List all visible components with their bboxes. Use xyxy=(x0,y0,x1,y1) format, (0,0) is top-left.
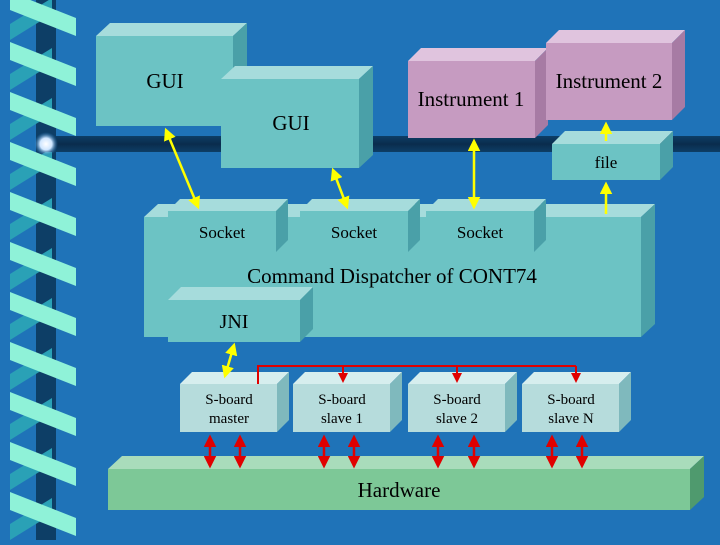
sboard-master-box: S-board master xyxy=(180,372,289,432)
sboard-master-line-1: S-board xyxy=(205,392,253,408)
red-bus xyxy=(257,365,581,384)
sboard-slave-n-line-1: S-board xyxy=(547,392,595,408)
gui-box-2: GUI xyxy=(221,66,373,168)
decorative-ribbon xyxy=(10,0,76,540)
link-jni-sboard-master xyxy=(221,342,238,379)
ribbon-segment xyxy=(10,0,76,36)
ribbon-segment xyxy=(10,342,76,386)
command-dispatcher-label: Command Dispatcher of CONT74 xyxy=(247,264,537,288)
sboard-slave-n-line-2: slave N xyxy=(548,411,594,427)
ribbon-segment xyxy=(10,292,76,336)
yellow-connectors xyxy=(164,121,613,379)
jni-label: JNI xyxy=(220,311,249,333)
socket-1-label: Socket xyxy=(199,223,246,242)
socket-box-1: Socket xyxy=(168,199,288,252)
ribbon-segment xyxy=(10,242,76,286)
instrument-2-box: Instrument 2 xyxy=(546,30,685,120)
ribbon-segment xyxy=(10,92,76,136)
socket-box-2: Socket xyxy=(300,199,420,252)
sboard-slave-2-line-1: S-board xyxy=(433,392,481,408)
ribbon-segment xyxy=(10,442,76,486)
ribbon-segment xyxy=(10,392,76,436)
ribbon-segment xyxy=(10,42,76,86)
hardware-label: Hardware xyxy=(358,478,441,502)
sboard-slave-1-line-1: S-board xyxy=(318,392,366,408)
ribbon-segment xyxy=(10,192,76,236)
sboard-master-line-2: master xyxy=(209,411,249,427)
link-gui2-socket2 xyxy=(330,167,350,210)
instrument-1-box: Instrument 1 xyxy=(408,48,548,138)
bus-line xyxy=(257,365,576,384)
hardware-box: Hardware xyxy=(108,456,704,510)
socket-2-label: Socket xyxy=(331,223,378,242)
socket-3-label: Socket xyxy=(457,223,504,242)
instrument-1-label: Instrument 1 xyxy=(418,87,525,111)
sboard-slave-1-box: S-board slave 1 xyxy=(293,372,402,432)
gui-2-label: GUI xyxy=(272,111,309,135)
bar-glow-bead xyxy=(34,132,58,156)
gui-1-label: GUI xyxy=(146,69,183,93)
ribbon-segment xyxy=(10,492,76,536)
link-gui1-socket1 xyxy=(164,127,200,210)
horizontal-bar xyxy=(40,136,720,152)
file-box: file xyxy=(552,131,673,180)
file-label: file xyxy=(595,153,618,172)
sboard-slave-n-box: S-board slave N xyxy=(522,372,631,432)
sboard-slave-2-box: S-board slave 2 xyxy=(408,372,517,432)
sboard-slave-1-line-2: slave 1 xyxy=(321,411,363,427)
sboard-slave-2-line-2: slave 2 xyxy=(436,411,478,427)
socket-box-3: Socket xyxy=(426,199,546,252)
instrument-2-label: Instrument 2 xyxy=(556,69,663,93)
ribbon-segment xyxy=(10,142,76,186)
jni-box: JNI xyxy=(168,287,313,342)
hardware-arrows xyxy=(203,434,589,469)
